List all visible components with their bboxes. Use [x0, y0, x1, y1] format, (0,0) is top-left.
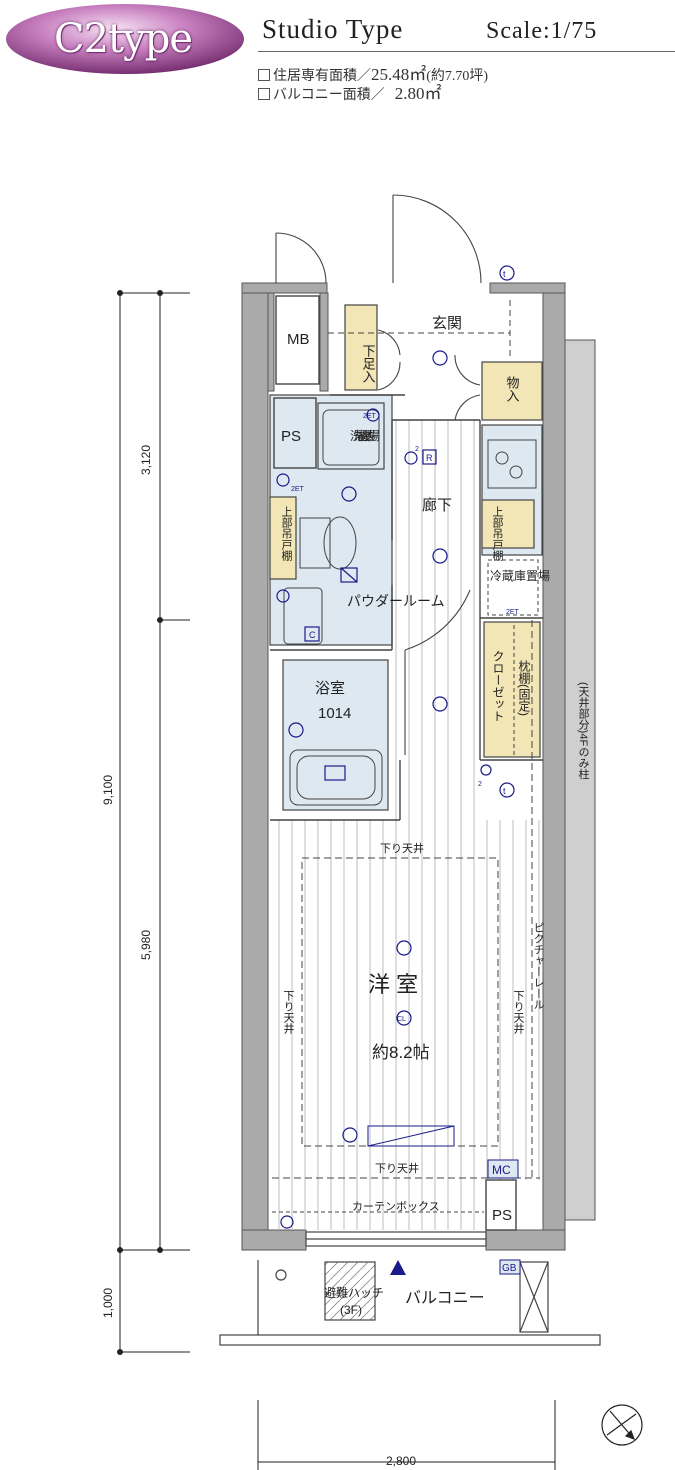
type-badge-label: C2type [53, 16, 193, 62]
washer-area [317, 402, 385, 470]
label-escape-hatch: 避難ハッチ [324, 1285, 384, 1300]
compass-north-icon [601, 1404, 643, 1446]
label-corridor: 廊下 [422, 497, 452, 514]
dimension-lines [117, 290, 556, 1470]
label-pillar-note: (天井部分)4Fのみ柱 [577, 682, 590, 780]
symbol-t-bottom: t [503, 786, 506, 796]
corridor-floor [392, 420, 480, 820]
label-bath: 浴室 [315, 680, 345, 697]
header-rule [258, 51, 675, 52]
label-shoes: 下足入 [361, 344, 376, 383]
symbol-r: R [426, 453, 433, 463]
symbol-t-top: t [503, 269, 506, 279]
symbol-cl: CL [397, 1016, 406, 1023]
spec-area-label: 住居専有面積／ [273, 69, 371, 84]
label-gb: GB [502, 1263, 517, 1274]
mb-closet [275, 295, 320, 385]
left-upper-cabinet [269, 496, 297, 580]
spec-balcony-value: 2.80㎡ [394, 84, 442, 103]
label-lowered-ceiling-left: 下り天井 [282, 990, 295, 1035]
escape-hatch-box [324, 1261, 376, 1321]
label-western-room: 洋 室 [368, 972, 418, 997]
label-western-room-size: 約8.2帖 [372, 1043, 430, 1062]
label-storage: 物入 [505, 376, 520, 402]
label-lowered-ceiling-top: 下り天井 [380, 841, 424, 855]
dim-2800: 2,800 [386, 1454, 416, 1468]
right-upper-cabinet [481, 499, 535, 549]
label-upper-cabinet-left: 上部吊戸棚 [280, 506, 293, 562]
label-closet: クローゼット [491, 650, 505, 722]
label-bath-size: 1014 [318, 705, 351, 722]
label-washer: 洗濯機置場 [350, 428, 380, 443]
dim-5980: 5,980 [139, 930, 153, 960]
symbol-2et-washer: 2ET [363, 413, 377, 420]
label-powder-room: パウダールーム [347, 593, 445, 609]
label-mb: MB [287, 331, 310, 348]
ps-bottom-box [485, 1179, 517, 1231]
spec-area-value: 25.48㎡ [371, 65, 427, 84]
balcony-entry-arrow [390, 1260, 406, 1275]
spec-balcony-label: バルコニー面積／ [273, 88, 385, 103]
label-mc: MC [492, 1163, 511, 1177]
label-escape-hatch-floor: (3F) [340, 1303, 362, 1317]
label-fridge: 冷蔵庫置場 [490, 569, 550, 583]
window-floor [272, 1180, 485, 1230]
dim-3120: 3,120 [139, 445, 153, 475]
dim-9100: 9,100 [101, 775, 115, 805]
label-curtain-box: カーテンボックス [352, 1200, 440, 1213]
shoe-cabinet [344, 304, 378, 391]
symbol-c: C [309, 630, 316, 640]
closet [483, 621, 541, 758]
gb-box [519, 1261, 549, 1333]
symbol-2et-powder: 2ET [291, 486, 305, 493]
balcony-rail [219, 1334, 601, 1346]
label-lowered-ceiling-right: 下り天井 [512, 990, 525, 1035]
ps-top-box [273, 397, 317, 469]
plan-scale: Scale:1/75 [486, 18, 598, 44]
symbol-2-closet: 2 [478, 781, 482, 788]
label-lowered-ceiling-bottom: 下り天井 [375, 1161, 419, 1175]
outer-walls [241, 282, 596, 1251]
label-upper-cabinet-right: 上部吊戸棚 [491, 506, 504, 562]
spec-area: 住居専有面積／25.48㎡(約7.70坪) [258, 60, 488, 85]
spec-balcony: バルコニー面積／ 2.80㎡ [258, 79, 441, 104]
label-genkan: 玄関 [432, 315, 462, 332]
type-badge-shape [6, 4, 244, 74]
dim-1000: 1,000 [101, 1288, 115, 1318]
label-ps-top: PS [281, 428, 301, 445]
label-pillow-shelf: 枕棚(固定) [517, 659, 531, 716]
label-balcony: バルコニー [405, 1290, 485, 1307]
symbol-2et-fridge: 2ET [506, 609, 520, 616]
storage-closet [481, 361, 543, 421]
label-ps-bottom: PS [492, 1207, 512, 1224]
spec-area-note: (約7.70坪) [426, 69, 489, 84]
plan-title: Studio Type [262, 14, 404, 44]
symbol-2-corridor: 2 [415, 446, 419, 453]
label-picture-rail: ピクチャーレール [532, 922, 545, 1010]
